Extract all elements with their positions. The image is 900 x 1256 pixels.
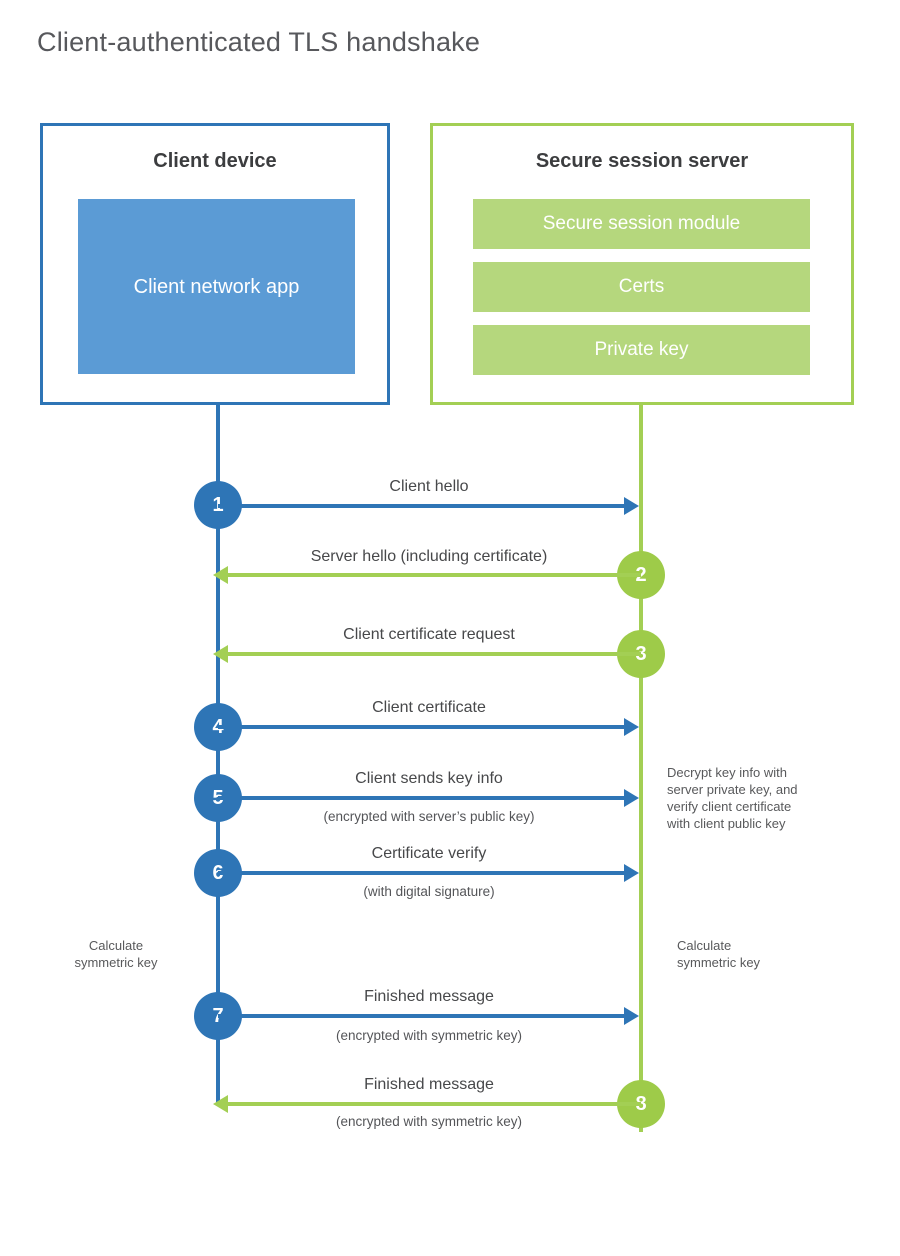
step-5-sublabel: (encrypted with server’s public key) — [323, 809, 535, 824]
arrow-right-icon — [624, 864, 639, 882]
arrow-shaft — [218, 871, 628, 875]
decrypt-key-info-note: Decrypt key info with server private key… — [667, 765, 798, 831]
calculate-symmetric-key-note-client: Calculate symmetric key — [74, 938, 158, 970]
arrow-shaft — [224, 652, 641, 656]
calculate-symmetric-key-note-server: Calculate symmetric key — [677, 938, 761, 970]
arrow-shaft — [224, 573, 641, 577]
step-4-arrow — [218, 718, 639, 736]
step-2-arrow — [213, 566, 641, 584]
page-title: Client-authenticated TLS handshake — [37, 27, 481, 57]
server-module-certs: Certs — [473, 262, 810, 312]
client-network-app-box: Client network app — [78, 199, 355, 374]
step-7-label: Finished message — [364, 988, 494, 1005]
server-lifeline — [639, 405, 643, 1132]
step-5-arrow — [218, 789, 639, 807]
arrow-shaft — [224, 1102, 641, 1106]
arrow-shaft — [218, 725, 628, 729]
arrow-left-icon — [213, 566, 228, 584]
arrow-right-icon — [624, 789, 639, 807]
server-module-private-key: Private key — [473, 325, 810, 375]
server-module-secure-session: Secure session module — [473, 199, 810, 249]
arrow-shaft — [218, 796, 628, 800]
step-1-arrow — [218, 497, 639, 515]
arrow-right-icon — [624, 1007, 639, 1025]
step-7-sublabel: (encrypted with symmetric key) — [335, 1028, 523, 1043]
step-3-arrow — [213, 645, 641, 663]
step-1-label: Client hello — [389, 478, 469, 495]
step-4-label: Client certificate — [372, 699, 486, 716]
arrow-shaft — [218, 504, 628, 508]
client-lifeline — [216, 405, 220, 1105]
step-5-label: Client sends key info — [355, 770, 503, 787]
step-8-sublabel: (encrypted with symmetric key) — [335, 1114, 523, 1129]
arrow-shaft — [218, 1014, 628, 1018]
step-2-label: Server hello (including certificate) — [310, 548, 548, 565]
client-network-app-label: Client network app — [133, 275, 300, 298]
step-6-sublabel: (with digital signature) — [363, 884, 495, 899]
arrow-left-icon — [213, 645, 228, 663]
step-6-label: Certificate verify — [371, 845, 487, 862]
step-3-badge: 3 — [617, 630, 665, 678]
arrow-right-icon — [624, 497, 639, 515]
step-7-arrow — [218, 1007, 639, 1025]
step-3-label: Client certificate request — [343, 626, 515, 643]
client-device-box: Client device Client network app — [40, 123, 390, 405]
step-8-arrow — [213, 1095, 641, 1113]
secure-session-server-box: Secure session server Secure session mod… — [430, 123, 854, 405]
client-device-title: Client device — [153, 150, 277, 172]
arrow-right-icon — [624, 718, 639, 736]
arrow-left-icon — [213, 1095, 228, 1113]
step-6-arrow — [218, 864, 639, 882]
step-8-label: Finished message — [364, 1076, 494, 1093]
secure-session-server-title: Secure session server — [535, 150, 749, 172]
